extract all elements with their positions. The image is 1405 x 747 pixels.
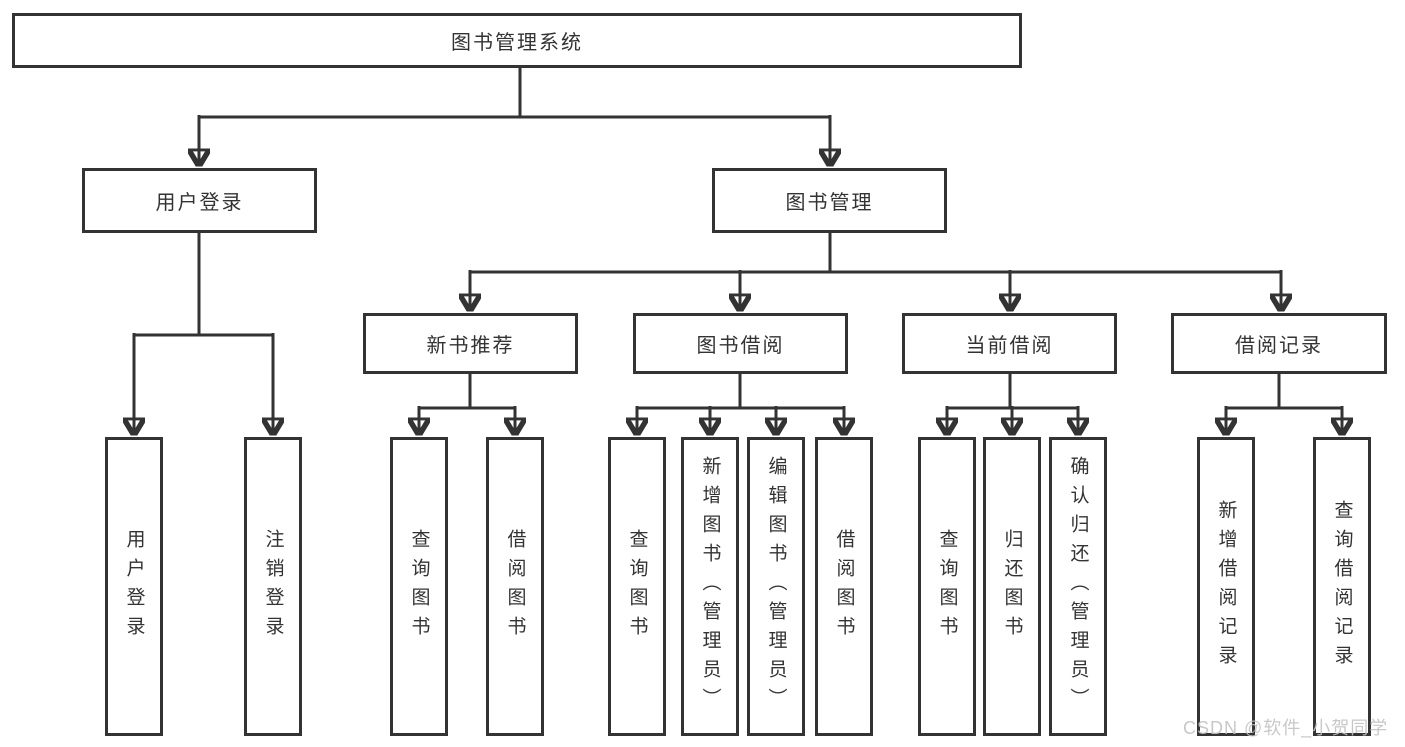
node-label: 图书管理 [785,192,874,214]
node-borrow-records: 借阅记录 [1171,313,1387,374]
node-leaf-borrow-books-recommend: 借阅图书 [486,437,544,736]
node-label: 确认归还（管理员） [1067,456,1089,717]
node-leaf-query-books-borrow: 查询图书 [608,437,666,736]
node-user-login: 用户登录 [82,168,317,233]
node-label: 新书推荐 [426,335,515,357]
node-leaf-borrow-books: 借阅图书 [815,437,873,736]
node-new-book-recommend: 新书推荐 [363,313,578,374]
node-label: 当前借阅 [965,335,1054,357]
node-leaf-user-login: 用户登录 [105,437,163,736]
node-label: 新增借阅记录 [1215,499,1237,674]
node-leaf-edit-book-admin: 编辑图书（管理员） [747,437,805,736]
node-label: 查询图书 [408,528,430,645]
node-leaf-logout: 注销登录 [244,437,302,736]
node-leaf-confirm-return-admin: 确认归还（管理员） [1049,437,1107,736]
node-library-system: 图书管理系统 [12,13,1022,68]
watermark: CSDN @软件_小贺同学 [1183,718,1389,738]
node-leaf-query-books-recommend: 查询图书 [390,437,448,736]
node-label: 注销登录 [262,528,284,645]
node-leaf-query-books-current: 查询图书 [918,437,976,736]
node-label: 编辑图书（管理员） [765,456,787,717]
node-label: 用户登录 [123,528,145,645]
node-leaf-query-borrow-record: 查询借阅记录 [1313,437,1371,736]
node-label: 归还图书 [1001,528,1023,645]
node-current-borrow: 当前借阅 [902,313,1117,374]
node-leaf-return-books: 归还图书 [983,437,1041,736]
node-label: 新增图书（管理员） [699,456,721,717]
node-book-borrow: 图书借阅 [633,313,848,374]
node-book-management: 图书管理 [712,168,947,233]
node-label: 查询图书 [936,528,958,645]
node-label: 借阅记录 [1235,335,1323,357]
node-label: 查询借阅记录 [1331,499,1353,674]
node-label: 图书管理系统 [451,32,583,54]
node-label: 借阅图书 [833,528,855,645]
node-label: 用户登录 [155,192,244,214]
node-leaf-add-book-admin: 新增图书（管理员） [681,437,739,736]
node-label: 查询图书 [626,528,648,645]
node-label: 图书借阅 [696,335,785,357]
node-leaf-add-borrow-record: 新增借阅记录 [1197,437,1255,736]
node-label: 借阅图书 [504,528,526,645]
